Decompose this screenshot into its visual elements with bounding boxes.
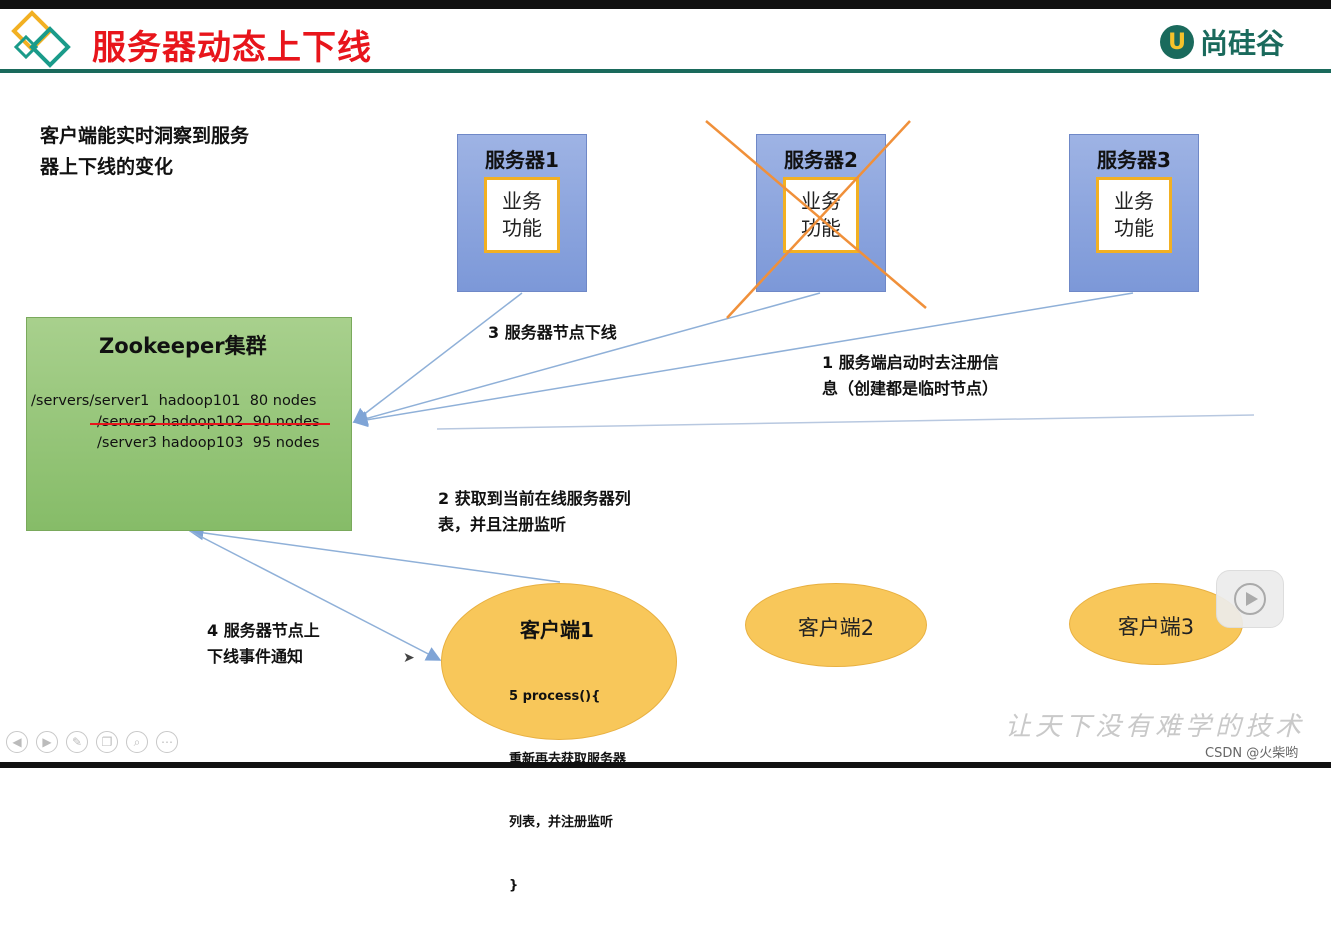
label-step2-line1: 2 获取到当前在线服务器列 bbox=[438, 489, 631, 508]
zk-node-server3: /server3 hadoop103 95 nodes bbox=[97, 435, 320, 451]
presentation-toolbar: ◀ ▶ ✎ ❐ ⌕ ⋯ bbox=[6, 731, 178, 753]
client-1: 客户端1 5 process(){ 重新再去获取服务器 列表，并注册监听 } bbox=[441, 583, 677, 893]
more-icon[interactable]: ⋯ bbox=[156, 731, 178, 753]
header-divider bbox=[0, 69, 1331, 73]
csdn-attribution: CSDN @火柴哟 bbox=[1205, 746, 1299, 761]
client-1-code: 5 process(){ 重新再去获取服务器 列表，并注册监听 } bbox=[509, 644, 626, 938]
prev-icon[interactable]: ◀ bbox=[6, 731, 28, 753]
intro-line-1: 客户端能实时洞察到服务 bbox=[40, 125, 250, 147]
intro-line-2: 器上下线的变化 bbox=[40, 156, 174, 178]
server-1-biz-line2: 功能 bbox=[502, 216, 542, 240]
client-3: 客户端3 bbox=[1069, 583, 1243, 665]
video-play-button[interactable] bbox=[1216, 570, 1284, 628]
zk-server2-strikethrough bbox=[90, 423, 330, 425]
client-1-title: 客户端1 bbox=[520, 618, 594, 642]
zk-node-server2: /server2 hadoop102 90 nodes bbox=[97, 414, 320, 430]
brand: U 尚硅谷 bbox=[1160, 22, 1284, 62]
server-1-title: 服务器1 bbox=[485, 148, 559, 172]
arrow-server1-to-zk bbox=[352, 292, 523, 423]
server-2-title: 服务器2 bbox=[784, 148, 858, 172]
intro-text: 客户端能实时洞察到服务 器上下线的变化 bbox=[40, 121, 300, 183]
brand-logo-icon: U bbox=[1160, 25, 1194, 59]
arrow-zk-to-client bbox=[189, 530, 442, 661]
header-logo-icon bbox=[11, 10, 71, 68]
label-step4-line1: 4 服务器节点上 bbox=[207, 621, 320, 640]
cursor-icon: ➤ bbox=[403, 650, 415, 666]
arrow-client-to-zk bbox=[188, 525, 561, 583]
label-step3: 3 服务器节点下线 bbox=[488, 323, 617, 342]
server-3-biz-line1: 业务 bbox=[1114, 189, 1154, 213]
label-step2-line2: 表，并且注册监听 bbox=[438, 515, 567, 534]
server-1-biz-line1: 业务 bbox=[502, 189, 542, 213]
client-1-code-line3: 列表，并注册监听 bbox=[509, 815, 614, 830]
server-3: 服务器3 业务 功能 bbox=[1069, 134, 1199, 292]
page-title: 服务器动态上下线 bbox=[92, 28, 372, 68]
label-step4-line2: 下线事件通知 bbox=[207, 647, 304, 666]
label-step1-line2: 息（创建都是临时节点） bbox=[822, 379, 999, 398]
label-step1-line1: 1 服务端启动时去注册信 bbox=[822, 353, 999, 372]
client-1-code-line4: } bbox=[509, 878, 519, 893]
label-step2: 2 获取到当前在线服务器列 表，并且注册监听 bbox=[438, 486, 631, 538]
client-1-code-line1: 5 process(){ bbox=[509, 689, 601, 704]
play-icon bbox=[1234, 583, 1266, 615]
server-2-offline-cross-icon bbox=[705, 120, 927, 319]
server-3-title: 服务器3 bbox=[1097, 148, 1171, 172]
zookeeper-title: Zookeeper集群 bbox=[99, 334, 267, 358]
label-step4: 4 服务器节点上 下线事件通知 bbox=[207, 618, 320, 670]
server-1: 服务器1 业务 功能 bbox=[457, 134, 587, 292]
server-1-business-box: 业务 功能 bbox=[484, 177, 560, 253]
copy-icon[interactable]: ❐ bbox=[96, 731, 118, 753]
brand-name: 尚硅谷 bbox=[1200, 27, 1285, 60]
server-3-business-box: 业务 功能 bbox=[1096, 177, 1172, 253]
arrow-server3-to-zk bbox=[352, 292, 1134, 428]
zk-node-server1: /servers/server1 hadoop101 80 nodes bbox=[31, 393, 317, 409]
pen-icon[interactable]: ✎ bbox=[66, 731, 88, 753]
client-2: 客户端2 bbox=[745, 583, 927, 667]
arrow-server2-to-zk bbox=[352, 292, 821, 426]
diagram-connectors bbox=[188, 292, 1255, 661]
separator-line bbox=[436, 414, 1255, 430]
client-3-title: 客户端3 bbox=[1117, 615, 1195, 639]
bottom-frame bbox=[0, 762, 1331, 768]
top-frame bbox=[0, 0, 1331, 9]
next-icon[interactable]: ▶ bbox=[36, 731, 58, 753]
label-step1: 1 服务端启动时去注册信 息（创建都是临时节点） bbox=[822, 350, 999, 402]
zoom-icon[interactable]: ⌕ bbox=[126, 731, 148, 753]
server-2: 服务器2 业务 功能 bbox=[756, 134, 886, 292]
server-3-biz-line2: 功能 bbox=[1114, 216, 1154, 240]
client-2-title: 客户端2 bbox=[797, 616, 875, 640]
watermark-slogan: 让天下没有难学的技术 bbox=[1005, 712, 1306, 742]
